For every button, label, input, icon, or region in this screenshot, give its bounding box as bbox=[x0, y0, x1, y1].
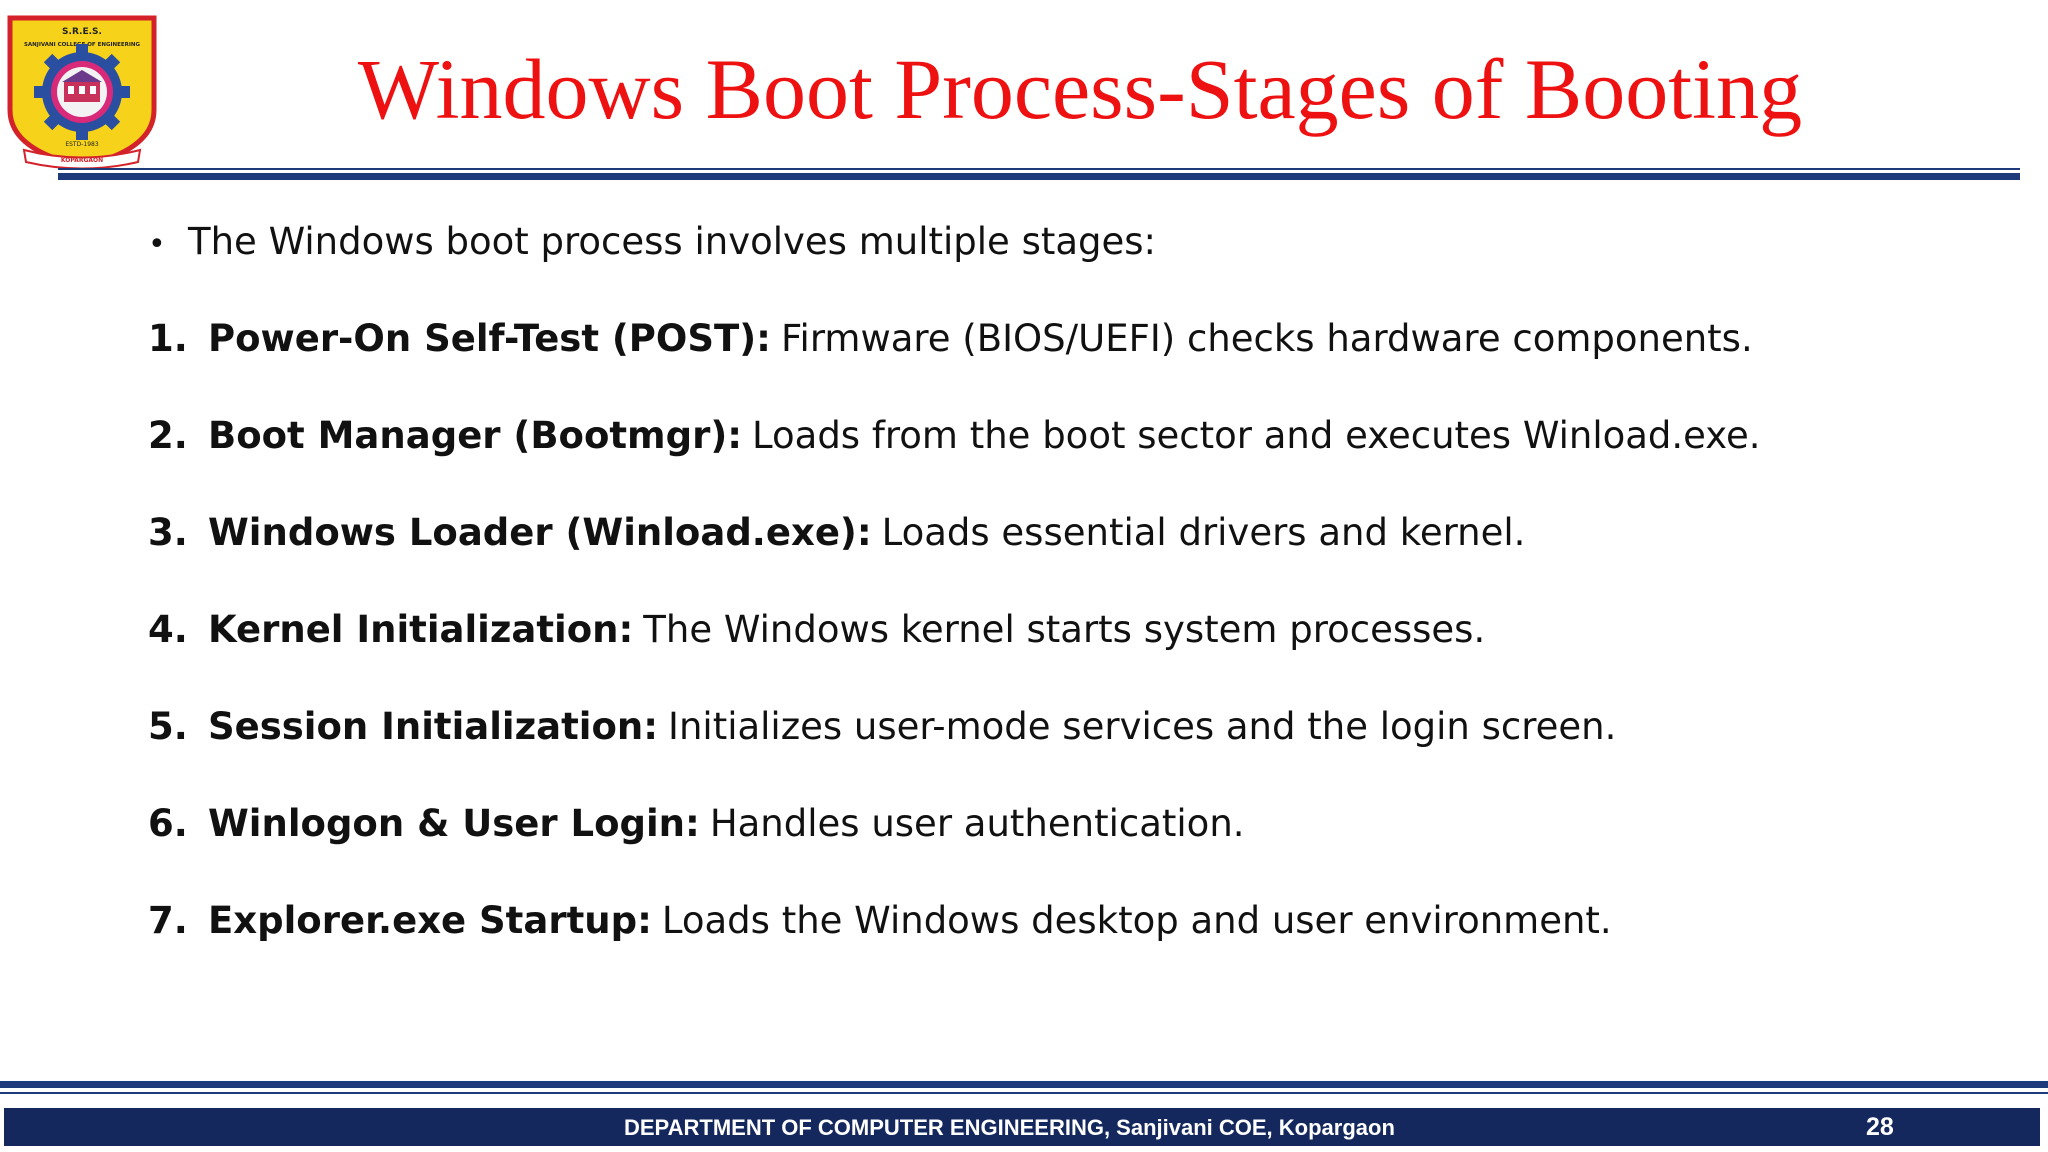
step-item: 1. Power-On Self-Test (POST): Firmware (… bbox=[148, 317, 1948, 377]
logo-top-text: S.R.E.S. bbox=[62, 27, 102, 37]
intro-text: The Windows boot process involves multip… bbox=[188, 220, 1157, 263]
step-text: Loads from the boot sector and executes … bbox=[752, 414, 1761, 457]
step-heading: Windows Loader (Winload.exe): bbox=[208, 511, 872, 554]
step-heading: Kernel Initialization: bbox=[208, 608, 634, 651]
footer-rule-thick bbox=[0, 1081, 2048, 1088]
step-item: 7. Explorer.exe Startup: Loads the Windo… bbox=[148, 899, 1948, 959]
step-heading: Power-On Self-Test (POST): bbox=[208, 317, 771, 360]
step-number: 2. bbox=[148, 414, 188, 457]
step-text: Handles user authentication. bbox=[709, 802, 1245, 845]
step-text: Loads the Windows desktop and user envir… bbox=[661, 899, 1612, 942]
step-item: 4. Kernel Initialization: The Windows ke… bbox=[148, 608, 1948, 668]
step-number: 7. bbox=[148, 899, 188, 942]
step-number: 1. bbox=[148, 317, 188, 360]
step-item: 2. Boot Manager (Bootmgr): Loads from th… bbox=[148, 414, 1948, 474]
bullet-dot-icon: • bbox=[148, 227, 166, 262]
step-text: The Windows kernel starts system process… bbox=[643, 608, 1486, 651]
step-number: 6. bbox=[148, 802, 188, 845]
step-text: Loads essential drivers and kernel. bbox=[881, 511, 1526, 554]
step-item: 5. Session Initialization: Initializes u… bbox=[148, 705, 1948, 765]
footer-rule-thin bbox=[0, 1092, 2048, 1094]
step-heading: Winlogon & User Login: bbox=[208, 802, 700, 845]
step-heading: Boot Manager (Bootmgr): bbox=[208, 414, 743, 457]
slide-content: • The Windows boot process involves mult… bbox=[148, 220, 1948, 996]
header-rule-thin bbox=[58, 168, 2020, 170]
page-number: 28 bbox=[1866, 1113, 1894, 1141]
slide-title: Windows Boot Process-Stages of Booting bbox=[357, 41, 1803, 137]
step-number: 5. bbox=[148, 705, 188, 748]
step-text: Initializes user-mode services and the l… bbox=[668, 705, 1617, 748]
step-number: 3. bbox=[148, 511, 188, 554]
step-heading: Session Initialization: bbox=[208, 705, 659, 748]
college-seal-logo: S.R.E.S. SANJIVANI COLLEGE OF ENGINEERIN… bbox=[7, 15, 157, 170]
step-item: 6. Winlogon & User Login: Handles user a… bbox=[148, 802, 1948, 862]
footer-bar: DEPARTMENT OF COMPUTER ENGINEERING, Sanj… bbox=[4, 1108, 2040, 1146]
header-rule-thick bbox=[58, 173, 2020, 180]
step-number: 4. bbox=[148, 608, 188, 651]
intro-bullet: • The Windows boot process involves mult… bbox=[148, 220, 1948, 280]
step-text: Firmware (BIOS/UEFI) checks hardware com… bbox=[780, 317, 1753, 360]
logo-banner-text: KOPARGAON bbox=[61, 157, 103, 164]
logo-estd-text: ESTD-1983 bbox=[65, 141, 99, 148]
step-item: 3. Windows Loader (Winload.exe): Loads e… bbox=[148, 511, 1948, 571]
footer-department: DEPARTMENT OF COMPUTER ENGINEERING, Sanj… bbox=[624, 1115, 1395, 1140]
step-heading: Explorer.exe Startup: bbox=[208, 899, 652, 942]
